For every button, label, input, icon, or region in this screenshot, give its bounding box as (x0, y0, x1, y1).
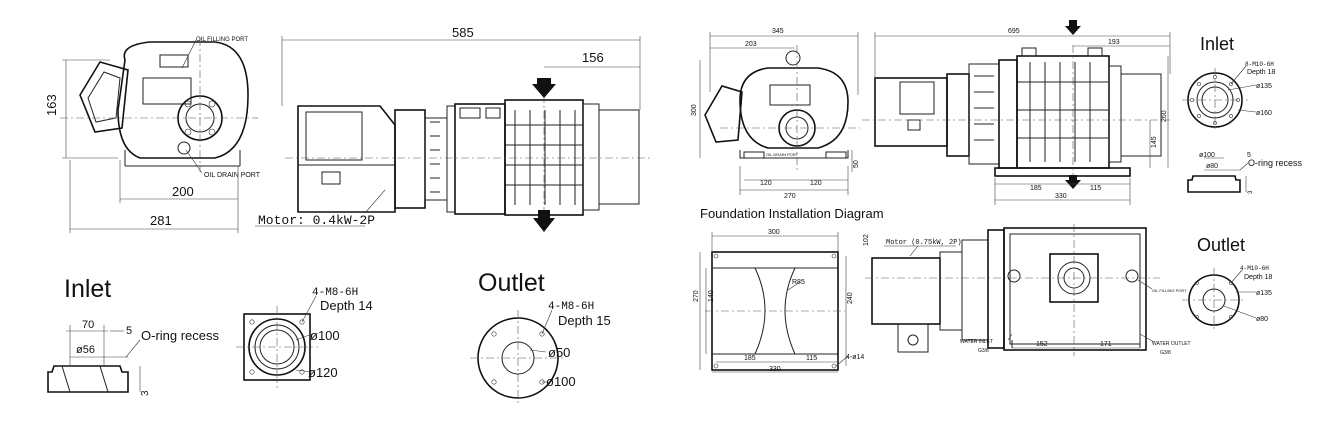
right-inlet-d100: ø100 (1199, 152, 1215, 159)
foundation-d330: 330 (769, 366, 781, 373)
water-inlet-g: G3/8 (978, 348, 989, 354)
foundation-d270: 270 (693, 290, 700, 302)
foundation-holes: 4-ø14 (846, 354, 864, 361)
left-outlet-d50: ø50 (548, 345, 570, 360)
right-top-view: Motor (0.75kW, 2P) OIL FILLING PORT WATE… (865, 224, 1191, 356)
left-side-view: 585 156 Motor: 0.4kW-2P (255, 25, 650, 232)
left-outlet-d100: ø100 (546, 374, 576, 389)
water-inlet-label: WATER INLET (960, 339, 993, 345)
right-inlet-depth: Depth 18 (1247, 69, 1276, 76)
left-inlet-d5: 5 (126, 325, 132, 337)
left-inlet-detail: Inlet 70 5 ø56 O-ring recess 3 (47, 275, 373, 396)
left-inlet-d3: 3 (140, 390, 151, 396)
right-inlet-detail: Inlet 8-M10-6H Depth 18 ø135 ø160 ø10 (1182, 34, 1303, 194)
foundation-d185: 185 (744, 355, 756, 362)
oil-drain-port-label: OIL DRAIN PORT (204, 172, 261, 179)
foundation-d102: 102 (863, 234, 870, 246)
left-inlet-d120: ø120 (308, 365, 338, 380)
right-outlet-depth: Depth 18 (1244, 274, 1273, 281)
right-oil-drain-port-label: OIL DRAIN PORT (766, 152, 799, 157)
left-inlet-d100: ø100 (310, 328, 340, 343)
right-dim-171: 171 (1100, 341, 1112, 348)
right-dim-203: 203 (745, 41, 757, 48)
right-inlet-d135: ø135 (1256, 83, 1272, 90)
oil-filling-port-label: OIL FILLING PORT (196, 37, 248, 43)
right-inlet-d160: ø160 (1256, 110, 1272, 117)
motor-label: Motor: 0.4kW-2P (258, 213, 375, 228)
left-outlet-depth: Depth 15 (558, 313, 611, 328)
right-drawing: OIL DRAIN PORT 345 203 300 270 120 120 5… (691, 20, 1303, 373)
left-inlet-bolts: 4-M8-6H (312, 287, 358, 299)
right-dim-50: 50 (853, 160, 860, 168)
right-dim-193: 193 (1108, 39, 1120, 46)
right-dim-120b: 120 (810, 180, 822, 187)
left-outlet-title: Outlet (478, 269, 545, 297)
right-foundation-diagram: Foundation Installation Diagram 300 102 … (693, 206, 884, 373)
right-side-view: 695 193 260 145 185 115 330 (862, 20, 1171, 205)
right-dim-260: 260 (1161, 110, 1168, 122)
left-end-view: OIL FILLING PORT OIL DRAIN PORT 163 200 … (44, 37, 261, 233)
right-end-view: OIL DRAIN PORT 345 203 300 270 120 120 5… (691, 28, 860, 200)
dim-585: 585 (452, 25, 474, 40)
foundation-d140: 140 (708, 290, 715, 302)
right-dim-345: 345 (772, 28, 784, 35)
left-inlet-title: Inlet (64, 275, 111, 303)
dim-281: 281 (150, 213, 172, 228)
right-inlet-d5: 5 (1247, 152, 1251, 159)
right-inlet-oring: O-ring recess (1248, 158, 1303, 168)
right-outlet-d80: ø80 (1256, 316, 1268, 323)
right-outlet-title: Outlet (1197, 235, 1245, 255)
foundation-r85: R85 (792, 279, 805, 286)
right-dim-145: 145 (1151, 136, 1158, 148)
left-inlet-depth: Depth 14 (320, 298, 373, 313)
right-outlet-detail: Outlet 4-M10-6H Depth 18 ø135 ø80 (1182, 235, 1273, 332)
left-inlet-d70: 70 (82, 319, 94, 331)
water-outlet-g: G3/8 (1160, 350, 1171, 356)
left-outlet-detail: Outlet 4-M8-6H Depth 15 ø50 ø100 (470, 269, 611, 406)
left-inlet-oring: O-ring recess (141, 328, 220, 343)
right-oil-filling-port-label: OIL FILLING PORT (1152, 288, 1187, 293)
right-dim-300: 300 (691, 104, 698, 116)
right-dim-152: 152 (1036, 341, 1048, 348)
right-inlet-d80: ø80 (1206, 163, 1218, 170)
dim-163: 163 (44, 94, 59, 116)
right-inlet-bolts: 8-M10-6H (1245, 61, 1274, 68)
right-inlet-title: Inlet (1200, 34, 1234, 54)
left-inlet-d56: ø56 (76, 344, 95, 356)
right-dim-695: 695 (1008, 28, 1020, 35)
left-outlet-bolts: 4-M8-6H (548, 301, 594, 313)
right-dim-115: 115 (1090, 185, 1101, 192)
right-dim-185: 185 (1030, 185, 1042, 192)
right-inlet-d3: 3 (1248, 190, 1254, 194)
right-dim-270: 270 (784, 193, 796, 200)
right-outlet-d135: ø135 (1256, 290, 1272, 297)
dim-156: 156 (582, 50, 604, 65)
dim-200: 200 (172, 184, 194, 199)
right-outlet-bolts: 4-M10-6H (1240, 265, 1269, 272)
foundation-d240: 240 (847, 292, 854, 304)
right-dim-120a: 120 (760, 180, 772, 187)
water-outlet-label: WATER OUTLET (1152, 341, 1191, 347)
foundation-d115: 115 (806, 355, 817, 362)
right-motor-label: Motor (0.75kW, 2P) (886, 239, 962, 247)
foundation-title: Foundation Installation Diagram (700, 206, 884, 221)
right-dim-330: 330 (1055, 193, 1067, 200)
left-drawing: OIL FILLING PORT OIL DRAIN PORT 163 200 … (44, 25, 650, 406)
foundation-d300: 300 (768, 229, 780, 236)
